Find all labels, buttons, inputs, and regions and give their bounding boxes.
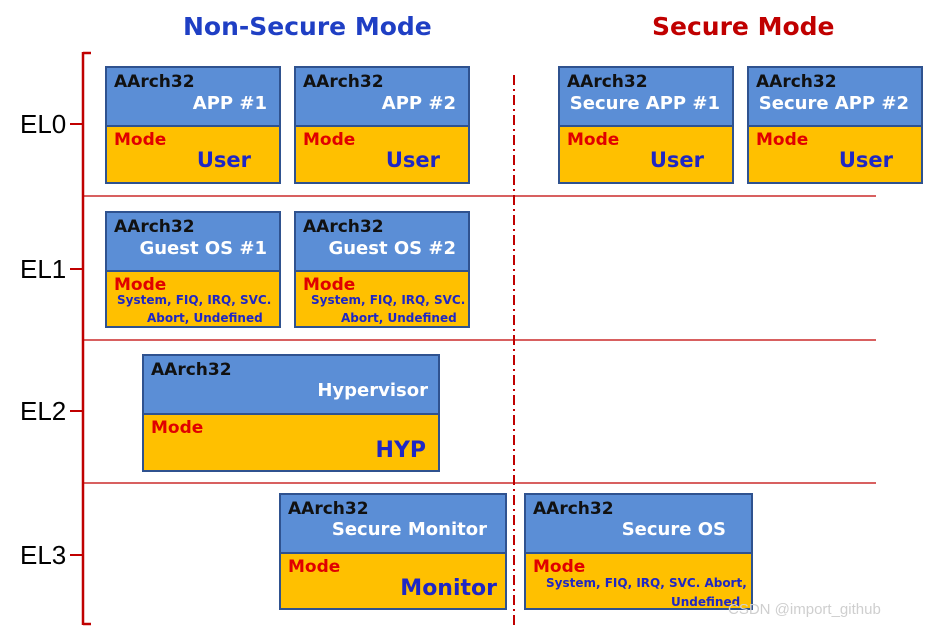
box-name: Secure OS xyxy=(621,519,726,540)
arch-label: AArch32 xyxy=(288,499,369,519)
mode-value: Monitor xyxy=(400,576,497,601)
el0-label: EL0 xyxy=(20,109,67,139)
box-name: APP #1 xyxy=(192,93,267,114)
box-name: Guest OS #2 xyxy=(328,238,456,259)
mode-value: User xyxy=(385,148,440,172)
arch-label: AArch32 xyxy=(114,72,195,92)
el1-label: EL1 xyxy=(20,254,67,284)
mode-list-line1: System, FIQ, IRQ, SVC. xyxy=(117,293,272,307)
mode-label: Mode xyxy=(533,557,586,577)
arch-label: AArch32 xyxy=(303,217,384,237)
arch-label: AArch32 xyxy=(151,360,232,380)
mode-label: Mode xyxy=(114,275,167,295)
box-name: Guest OS #1 xyxy=(139,238,267,259)
mode-value: HYP xyxy=(375,438,426,463)
guest-os2-box: AArch32 Guest OS #2 Mode System, FIQ, IR… xyxy=(294,211,470,328)
mode-label: Mode xyxy=(303,130,356,150)
el2-label: EL2 xyxy=(20,396,67,426)
mode-value: User xyxy=(649,148,704,172)
el3-label: EL3 xyxy=(20,540,67,570)
watermark: CSDN @import_github xyxy=(728,601,881,618)
secure-app1-box: AArch32 Secure APP #1 Mode User xyxy=(558,66,734,184)
box-name: Secure Monitor xyxy=(331,519,487,540)
app1-box: AArch32 APP #1 Mode User xyxy=(105,66,281,184)
arch-label: AArch32 xyxy=(303,72,384,92)
box-name: Secure APP #1 xyxy=(569,93,720,114)
mode-value: User xyxy=(838,148,893,172)
secure-mode-header: Secure Mode xyxy=(652,12,835,41)
app2-box: AArch32 APP #2 Mode User xyxy=(294,66,470,184)
mode-label: Mode xyxy=(567,130,620,150)
mode-list-line2: Undefined xyxy=(671,595,741,609)
hypervisor-box: AArch32 Hypervisor Mode HYP xyxy=(142,354,440,472)
arch-label: AArch32 xyxy=(567,72,648,92)
mode-list-line2: Abort, Undefined xyxy=(341,311,457,325)
non-secure-mode-header: Non-Secure Mode xyxy=(183,12,432,41)
mode-label: Mode xyxy=(756,130,809,150)
mode-label: Mode xyxy=(114,130,167,150)
mode-value: User xyxy=(196,148,251,172)
mode-label: Mode xyxy=(151,418,204,438)
mode-list-line1: System, FIQ, IRQ, SVC. xyxy=(311,293,466,307)
mode-list-line2: Abort, Undefined xyxy=(147,311,263,325)
mode-label: Mode xyxy=(288,557,341,577)
secure-os-box: AArch32 Secure OS Mode System, FIQ, IRQ,… xyxy=(524,493,753,610)
guest-os1-box: AArch32 Guest OS #1 Mode System, FIQ, IR… xyxy=(105,211,281,328)
box-name: Secure APP #2 xyxy=(758,93,909,114)
arch-label: AArch32 xyxy=(756,72,837,92)
box-name: APP #2 xyxy=(381,93,456,114)
mode-label: Mode xyxy=(303,275,356,295)
secure-app2-box: AArch32 Secure APP #2 Mode User xyxy=(747,66,923,184)
box-name: Hypervisor xyxy=(317,380,428,401)
secure-monitor-box: AArch32 Secure Monitor Mode Monitor xyxy=(279,493,507,610)
arch-label: AArch32 xyxy=(533,499,614,519)
arch-label: AArch32 xyxy=(114,217,195,237)
mode-list-line1: System, FIQ, IRQ, SVC. Abort, xyxy=(546,576,747,590)
